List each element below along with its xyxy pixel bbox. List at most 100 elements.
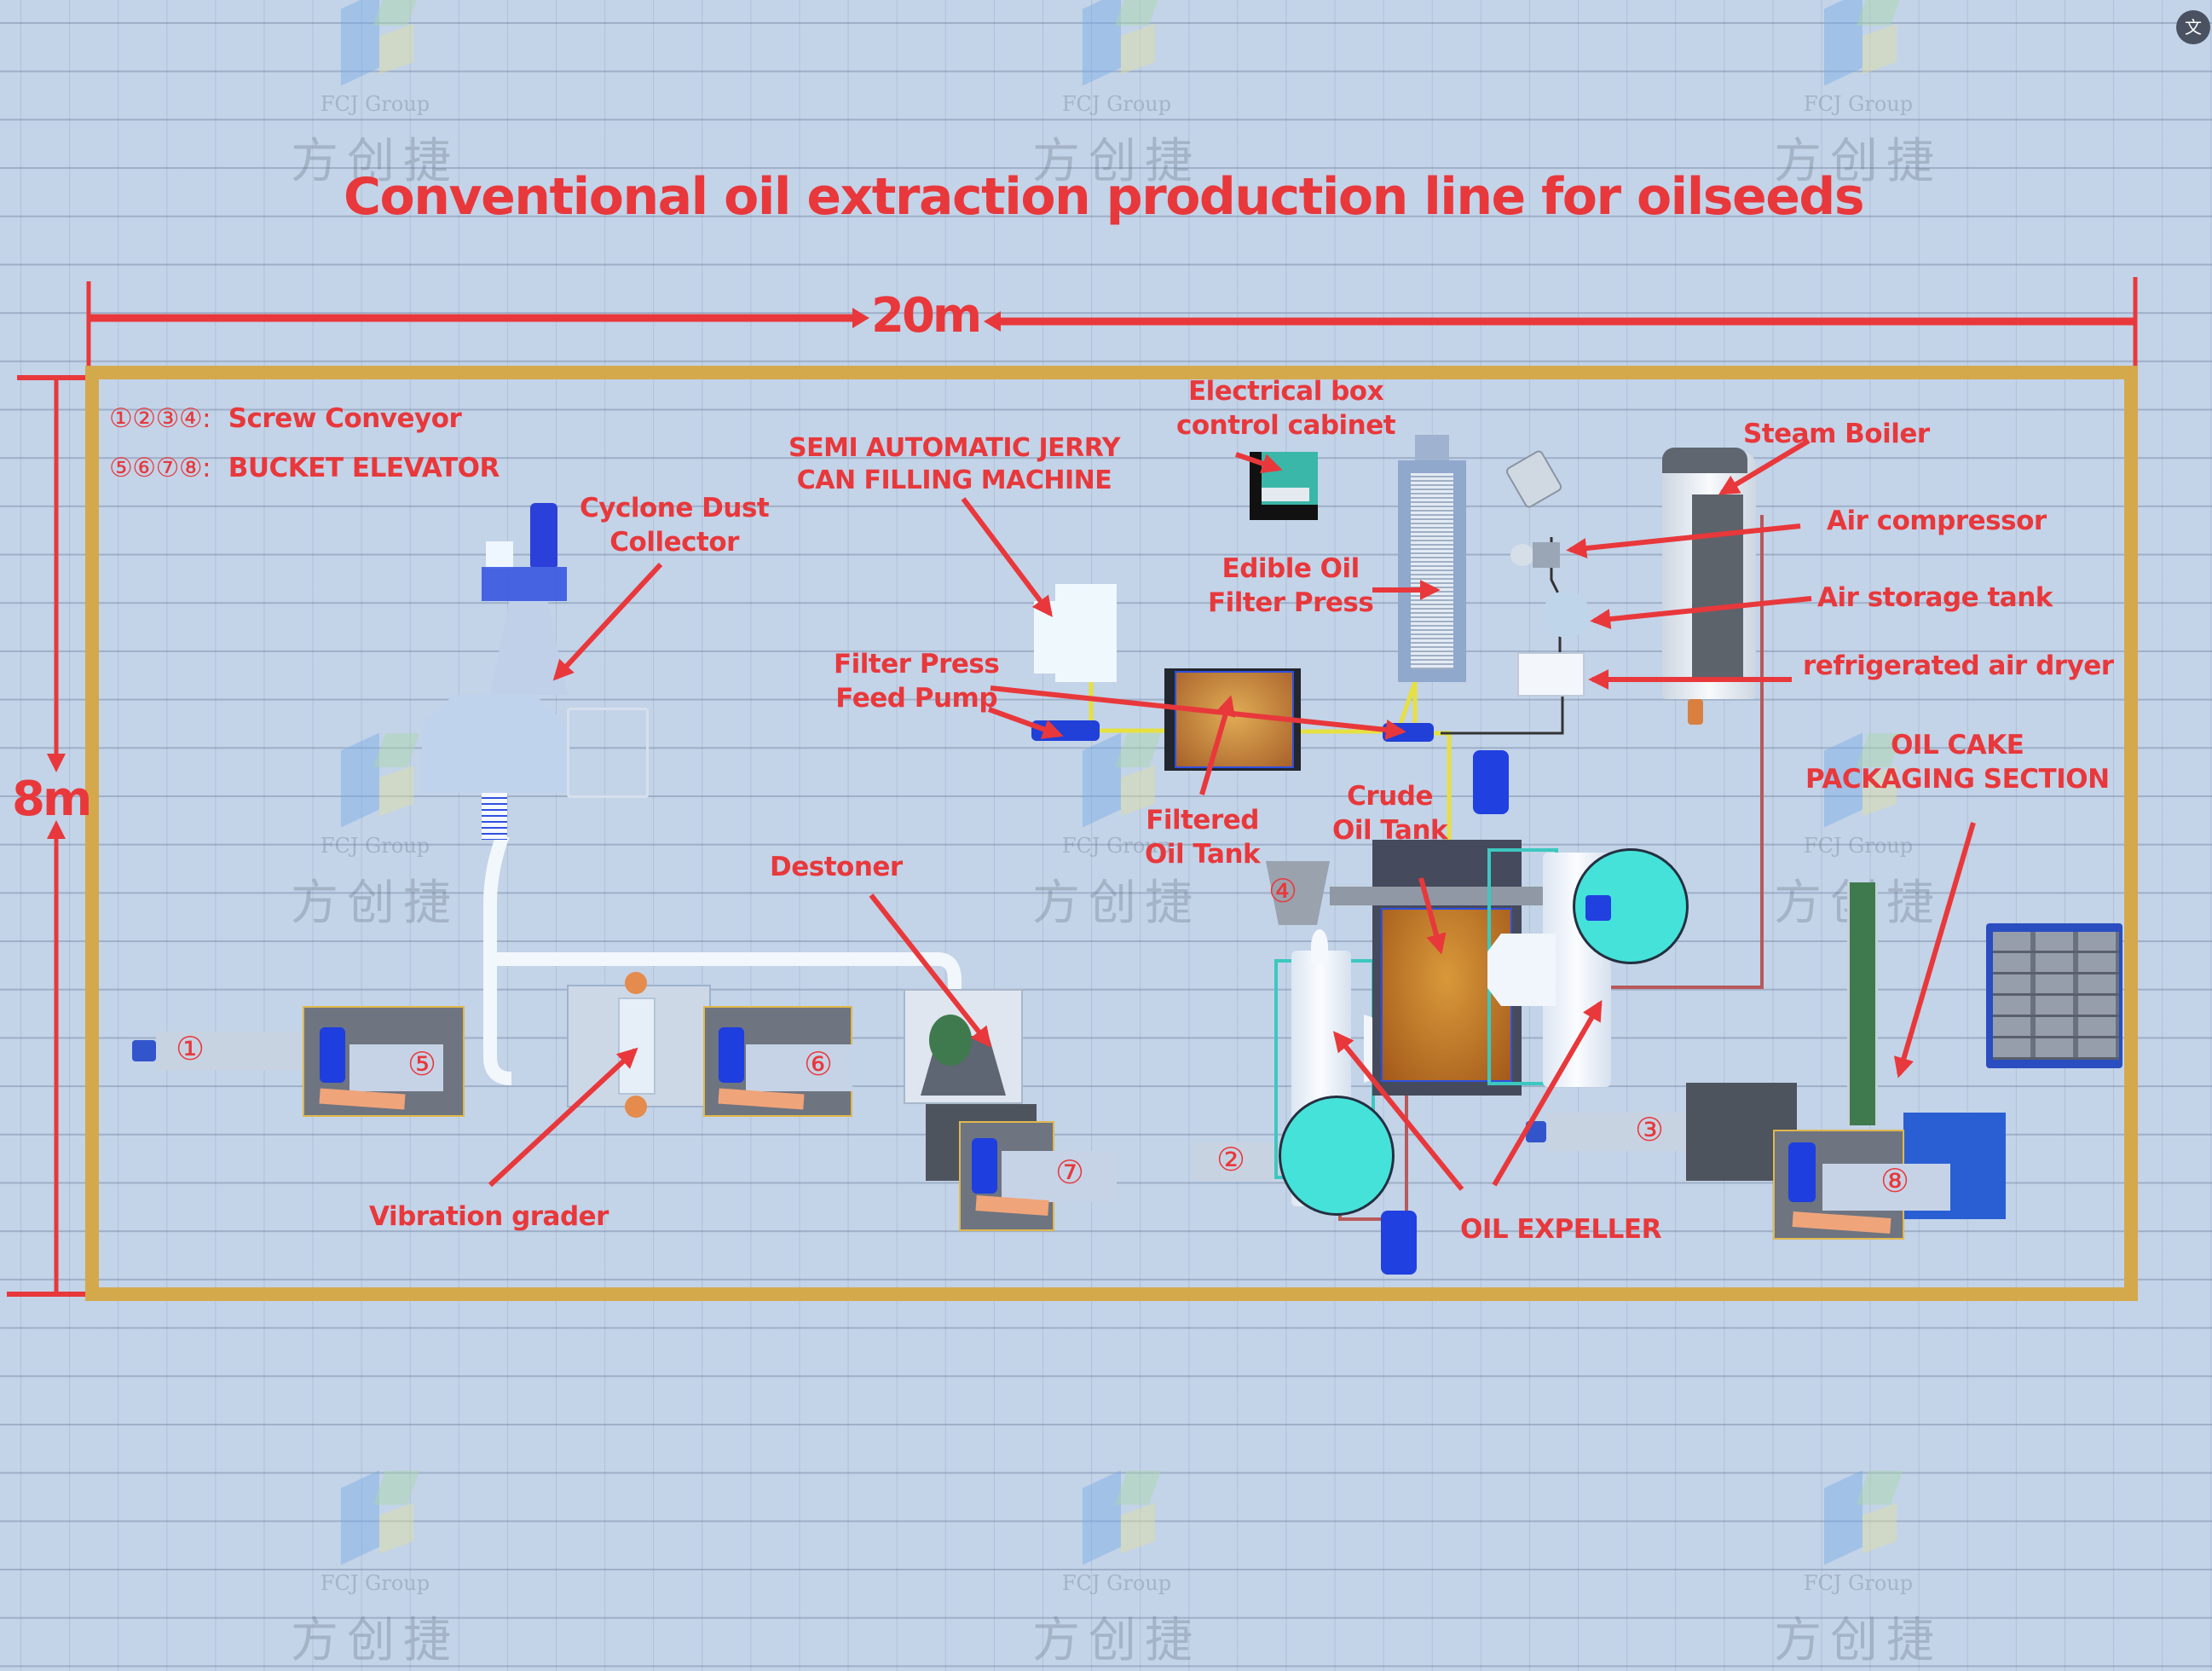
- marker-1: ①: [175, 1030, 205, 1067]
- boiler-burner: [1688, 699, 1703, 725]
- legend-item-bucket-elevator: ⑤⑥⑦⑧: BUCKET ELEVATOR: [109, 453, 500, 483]
- diagram-title: Conventional oil extraction production l…: [344, 167, 1865, 227]
- arrow-oil-cake: [1893, 822, 1976, 1078]
- marker-4: ④: [1268, 872, 1298, 910]
- arrow-air-storage: [1590, 596, 1812, 629]
- marker-3: ③: [1634, 1111, 1665, 1148]
- grader-vibrator-motor: [625, 972, 647, 994]
- height-arrowhead-down: [47, 754, 66, 772]
- elevator-motor: [719, 1027, 744, 1083]
- conveyor-hopper: [1266, 861, 1330, 925]
- arrow-crude-tank: [1418, 877, 1447, 955]
- oil-cake-packaging-conveyor[interactable]: [1837, 882, 1884, 1125]
- marker-5: ⑤: [407, 1045, 437, 1083]
- label-steam-boiler: Steam Boiler: [1743, 419, 1930, 449]
- destoner-deck: [929, 1015, 972, 1066]
- filter-press-plates: [1411, 473, 1453, 669]
- width-arrowhead-right: [852, 308, 869, 328]
- grader-vibrator-motor: [625, 1096, 647, 1118]
- conveyor-motor: [132, 1040, 156, 1061]
- arrow-filtered-tank: [1199, 695, 1236, 795]
- air-duct: [490, 952, 962, 1057]
- boiler-cap: [1662, 448, 1747, 473]
- screw-conveyor-4[interactable]: ④: [1266, 861, 1573, 925]
- air-storage-tank[interactable]: [1543, 591, 1590, 638]
- elevator-head: [1822, 1164, 1950, 1211]
- cyclone-arm: [482, 567, 567, 601]
- label-destoner: Destoner: [770, 852, 903, 882]
- arrow-vibration: [488, 1047, 638, 1188]
- cyclone-hopper-box: [486, 541, 513, 569]
- arrow-electrical: [1235, 452, 1283, 474]
- grader-screen: [618, 997, 656, 1095]
- plant-boundary: [85, 366, 2138, 1301]
- edible-oil-filter-press[interactable]: [1398, 435, 1466, 691]
- expeller-nozzle: [1311, 929, 1328, 963]
- cyclone-outlet: [482, 793, 507, 840]
- marker-6: ⑥: [803, 1045, 834, 1083]
- refrigerated-air-dryer[interactable]: [1517, 652, 1585, 697]
- legend-numbers: ⑤⑥⑦⑧:: [109, 453, 211, 483]
- vibration-grader[interactable]: [567, 972, 711, 1118]
- air-compressor[interactable]: [1510, 542, 1562, 568]
- jerry-can-filling-machine[interactable]: [1034, 584, 1117, 682]
- expeller-motor: [1381, 1211, 1417, 1275]
- translate-button[interactable]: 文: [2176, 10, 2210, 44]
- expeller-feed-hopper: [1487, 934, 1556, 1006]
- width-arrowhead-left: [984, 311, 1001, 332]
- bucket-elevator-8[interactable]: ⑧: [1686, 1083, 2027, 1245]
- bucket-elevator-6[interactable]: ⑥: [703, 1006, 852, 1117]
- oil-expeller-right[interactable]: [1483, 840, 1689, 1113]
- conveyor-body: [156, 1032, 326, 1070]
- legend-item-screw-conveyor: ①②③④: Screw Conveyor: [109, 403, 500, 434]
- elevator-motor: [972, 1138, 997, 1194]
- marker-2: ②: [1216, 1141, 1246, 1178]
- compressor-tank: [1510, 544, 1534, 566]
- expeller-wheel: [1279, 1096, 1395, 1216]
- elevator-head: [746, 1044, 852, 1091]
- bucket-elevator-5[interactable]: ⑤: [303, 1006, 465, 1117]
- width-dimension-label: 20m: [871, 288, 982, 344]
- compressor-head: [1533, 542, 1560, 568]
- filter-press-head: [1415, 435, 1449, 460]
- screw-conveyor-1[interactable]: ①: [132, 1032, 328, 1070]
- marker-7: ⑦: [1054, 1154, 1085, 1191]
- arrow-expeller-right: [1492, 999, 1603, 1187]
- bucket-elevator-7[interactable]: ⑦: [926, 1104, 1117, 1232]
- arrow-jerry: [961, 497, 1053, 617]
- label-vibration-grader: Vibration grader: [369, 1201, 609, 1232]
- label-air-compressor: Air compressor: [1827, 506, 2047, 536]
- elevator-head: [349, 1044, 443, 1091]
- cabinet-panel: [1262, 488, 1309, 501]
- legend-numbers: ①②③④:: [109, 403, 211, 434]
- label-air-storage-tank: Air storage tank: [1817, 582, 2053, 613]
- cyclone-fan-frame: [567, 708, 649, 798]
- elevator-head: [1002, 1151, 1117, 1202]
- legend-label: Screw Conveyor: [228, 403, 462, 434]
- arrow-expeller-left: [1332, 1031, 1464, 1191]
- cake-bags: [1993, 932, 2119, 1060]
- air-duct: [483, 833, 512, 1085]
- elevator-motor: [1788, 1142, 1816, 1202]
- arrow-steam-boiler: [1718, 438, 1811, 495]
- packaging-belt: [1847, 882, 1878, 1125]
- cyclone-motor: [530, 503, 557, 567]
- arrow-feed-pump-left: [987, 707, 1064, 739]
- marker-8: ⑧: [1880, 1162, 1910, 1200]
- arrow-destoner: [869, 893, 991, 1048]
